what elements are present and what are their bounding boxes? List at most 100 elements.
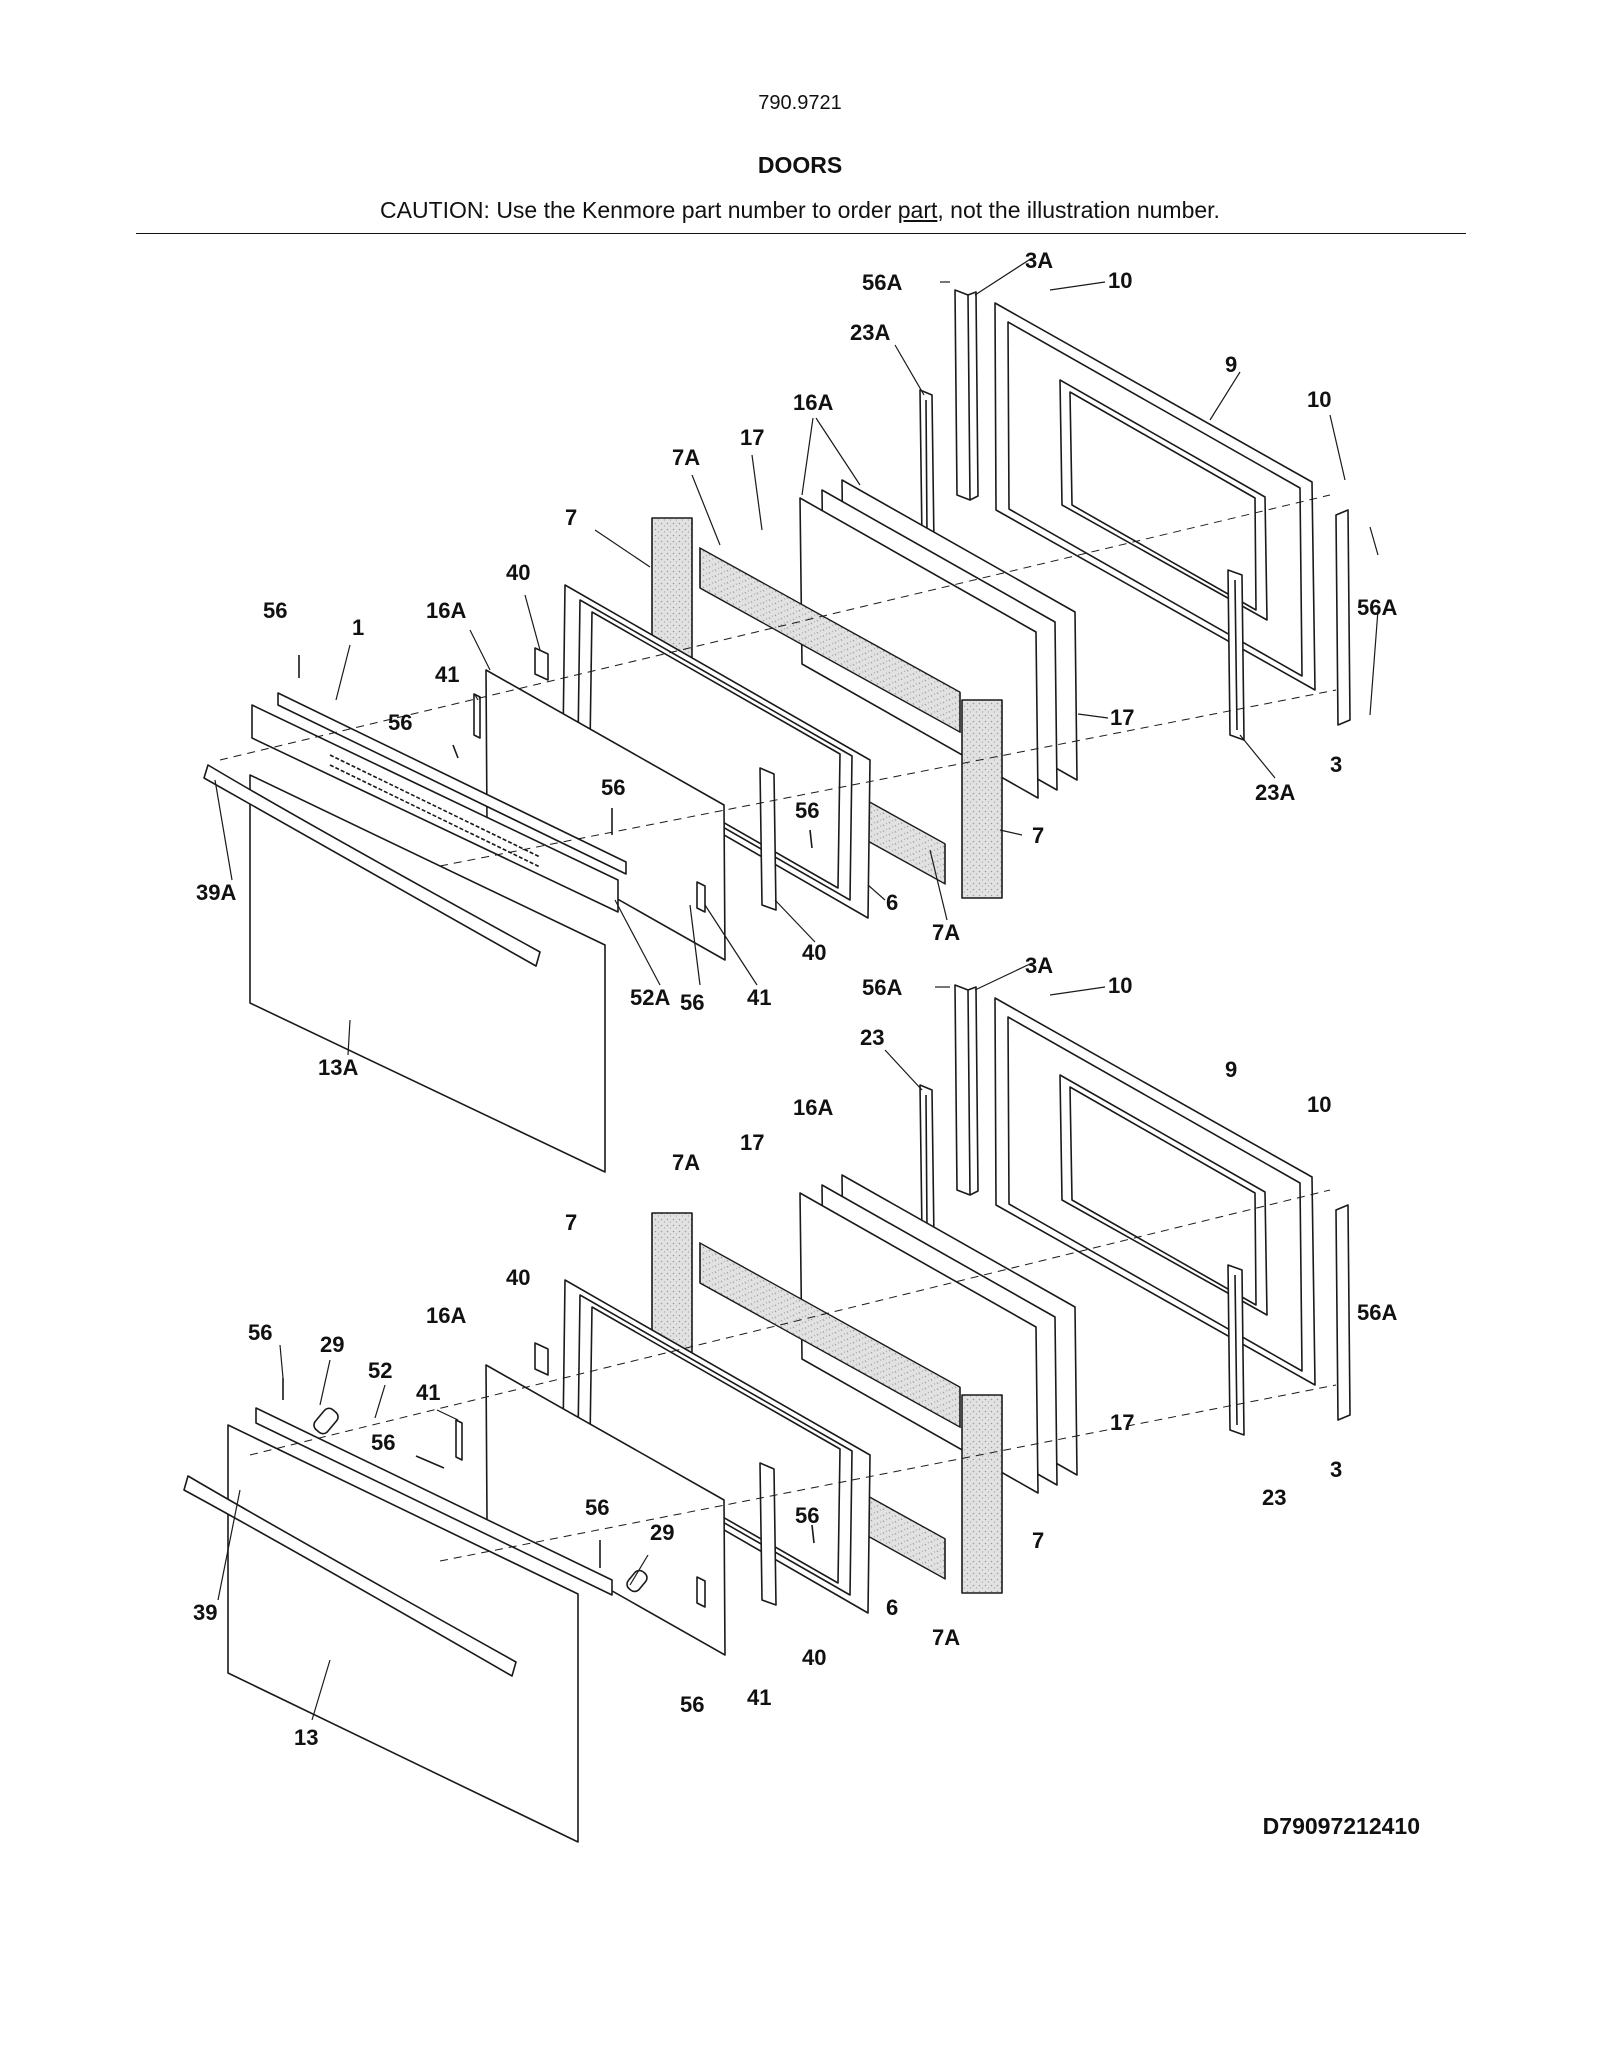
callout-label: 29 [320,1332,344,1357]
caution-note: CAUTION: Use the Kenmore part number to … [0,197,1600,224]
callout-label: 39 [193,1600,217,1625]
lower-hinge-right [1227,1264,1245,1436]
lower-channel-3 [1335,1204,1351,1421]
callout-label: 16A [426,598,466,623]
callout-label: 10 [1307,387,1331,412]
upper-top-vent-trim [251,692,627,913]
callout-label: 9 [1225,352,1237,377]
callout-label: 10 [1108,268,1132,293]
callout-label: 23A [1255,780,1295,805]
lower-insulation-7-right [961,1394,1003,1594]
lower-top-trim-52 [255,1407,648,1596]
upper-screw [809,829,813,849]
upper-insulation-7-right [961,699,1003,899]
callout-label: 6 [886,890,898,915]
upper-inner-door-panel [562,584,871,919]
callout-label: 16A [793,390,833,415]
upper-alignment-lines [219,494,1337,867]
upper-clip-right [696,881,706,913]
lower-hinge-bracket-right [759,1462,777,1606]
header-rule [136,233,1466,234]
callout-label: 17 [740,1130,764,1155]
callout-label: 1 [352,615,364,640]
upper-insulation-7a-top [699,547,961,734]
callout-label: 3A [1025,248,1053,273]
callout-label: 3 [1330,752,1342,777]
callout-label: 23 [860,1025,884,1050]
upper-hinge-bracket-right [759,767,777,911]
callout-label: 41 [416,1380,440,1405]
callout-label: 16A [426,1303,466,1328]
callout-label: 56A [1357,1300,1397,1325]
callout-label: 16A [793,1095,833,1120]
lower-inner-door-panel [562,1279,871,1614]
callout-label: 7 [1032,823,1044,848]
callout-label: 7A [672,445,700,470]
upper-inner-glass [485,669,726,961]
callout-label: 17 [1110,705,1134,730]
caution-underlined-word: part [897,197,938,223]
callout-label: 40 [802,1645,826,1670]
lower-clip-right [696,1576,706,1608]
callout-label: 56 [248,1320,272,1345]
callout-label: 9 [1225,1057,1237,1082]
lower-hinge-left [919,1084,935,1241]
callout-label: 13A [318,1055,358,1080]
upper-screw [452,744,459,759]
callout-label: 29 [650,1520,674,1545]
callout-label: 7A [932,1625,960,1650]
lower-clip-left [455,1419,463,1461]
caution-text-end: , not the illustration number. [937,197,1220,223]
callout-label: 7 [565,505,577,530]
section-title: DOORS [757,152,843,178]
callout-label: 6 [886,1595,898,1620]
callout-label: 56 [795,1503,819,1528]
lower-door-handle [183,1475,517,1677]
callout-label: 56 [795,798,819,823]
upper-outer-door-panel [249,774,606,1173]
callout-label: 56 [263,598,287,623]
callout-label: 56 [388,710,412,735]
callout-label: 40 [802,940,826,965]
callout-label: 56A [862,975,902,1000]
diagram-code: D79097212410 [1262,1813,1420,1839]
callout-label: 40 [506,560,530,585]
callout-label: 7A [672,1150,700,1175]
callout-label: 56A [1357,595,1397,620]
upper-hinge-bracket-left [534,647,549,681]
lower-callouts: 56A 3A 10 23 9 10 16A 7A 17 7 40 16A 56 … [193,953,1397,1750]
callout-label: 13 [294,1725,318,1750]
lower-channel-3a [954,984,979,1196]
callout-label: 56 [585,1495,609,1520]
lower-hinge-bracket-left [534,1342,549,1376]
callout-label: 3 [1330,1457,1342,1482]
lower-insulation-7a-top [699,1242,961,1429]
callout-label: 41 [435,662,459,687]
callout-label: 56 [680,1692,704,1717]
upper-hinge-left [919,389,935,546]
callout-label: 23 [1262,1485,1286,1510]
upper-channel-3 [1335,509,1351,726]
callout-leader-lines [214,257,1379,1721]
callout-label: 41 [747,985,771,1010]
callout-label: 7A [932,920,960,945]
upper-callouts: 56A 3A 10 23A 9 10 16A 7A 17 7 40 56 1 1… [196,248,1397,1080]
upper-door-handle [203,764,541,967]
callout-label: 10 [1108,973,1132,998]
callout-label: 40 [506,1265,530,1290]
callout-label: 56A [862,270,902,295]
upper-hinge-right [1227,569,1245,741]
callout-label: 52A [630,985,670,1010]
callout-label: 56 [680,990,704,1015]
callout-label: 23A [850,320,890,345]
lower-screw [811,1524,815,1544]
callout-label: 7 [1032,1528,1044,1553]
callout-label: 41 [747,1685,771,1710]
upper-clip-left [473,693,481,739]
lower-door-assembly [183,984,1351,1843]
upper-door-assembly [203,289,1351,1173]
caution-text: CAUTION: Use the Kenmore part number to … [380,197,898,223]
lower-screw [415,1455,445,1469]
lower-inner-glass [485,1364,726,1656]
